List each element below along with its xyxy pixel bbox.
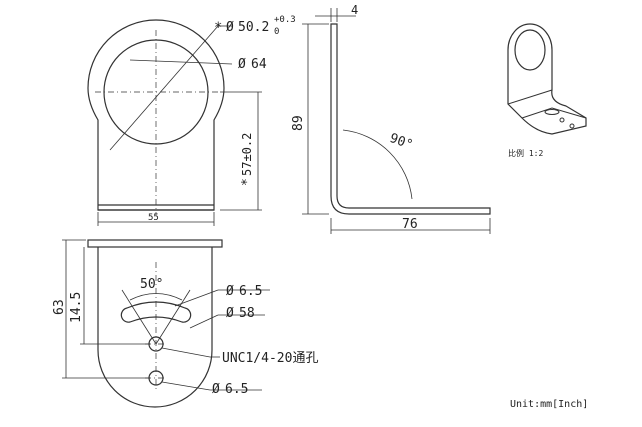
slot-angle-label: 50° [140, 277, 163, 292]
slot-radius-diameter-symbol: Ø [226, 306, 234, 321]
hole-top-diameter-symbol: Ø [226, 284, 234, 299]
hole-top-diameter-label: 6.5 [239, 284, 262, 299]
width-55-label: 55 [148, 213, 159, 223]
slot-radius-label: 58 [239, 306, 255, 321]
height-57-marker: * [240, 178, 255, 186]
height-57-label: 57±0.2 [240, 133, 254, 176]
top-circle-tolerance-lower: 0 [274, 27, 279, 37]
thickness-label: 4 [351, 3, 358, 17]
front-view [87, 19, 262, 226]
scale-label: 比例 1:2 [508, 148, 543, 158]
top-circle-diameter-symbol: Ø [226, 20, 234, 35]
height-89-label: 89 [291, 115, 306, 131]
outer-diameter-symbol: Ø [238, 57, 246, 72]
top-circle-marker: * [214, 20, 222, 36]
base-76-label: 76 [402, 217, 418, 232]
thread-label: UNC1/4-20通孔 [222, 351, 318, 366]
hole-bottom-diameter-symbol: Ø [212, 382, 220, 397]
angle-label: 90° [388, 131, 415, 153]
top-circle-tolerance-upper: +0.3 [274, 15, 296, 25]
isometric-preview [507, 23, 587, 135]
outer-diameter-label: 64 [251, 57, 267, 72]
bottom-view [62, 239, 270, 408]
unit-label: Unit:mm[Inch] [510, 399, 588, 410]
top-circle-diameter-label: 50.2 [238, 20, 269, 35]
hole-bottom-diameter-label: 6.5 [225, 382, 248, 397]
bottom-14-5-label: 14.5 [69, 292, 84, 323]
bottom-63-label: 63 [52, 299, 67, 315]
side-view [302, 8, 491, 234]
